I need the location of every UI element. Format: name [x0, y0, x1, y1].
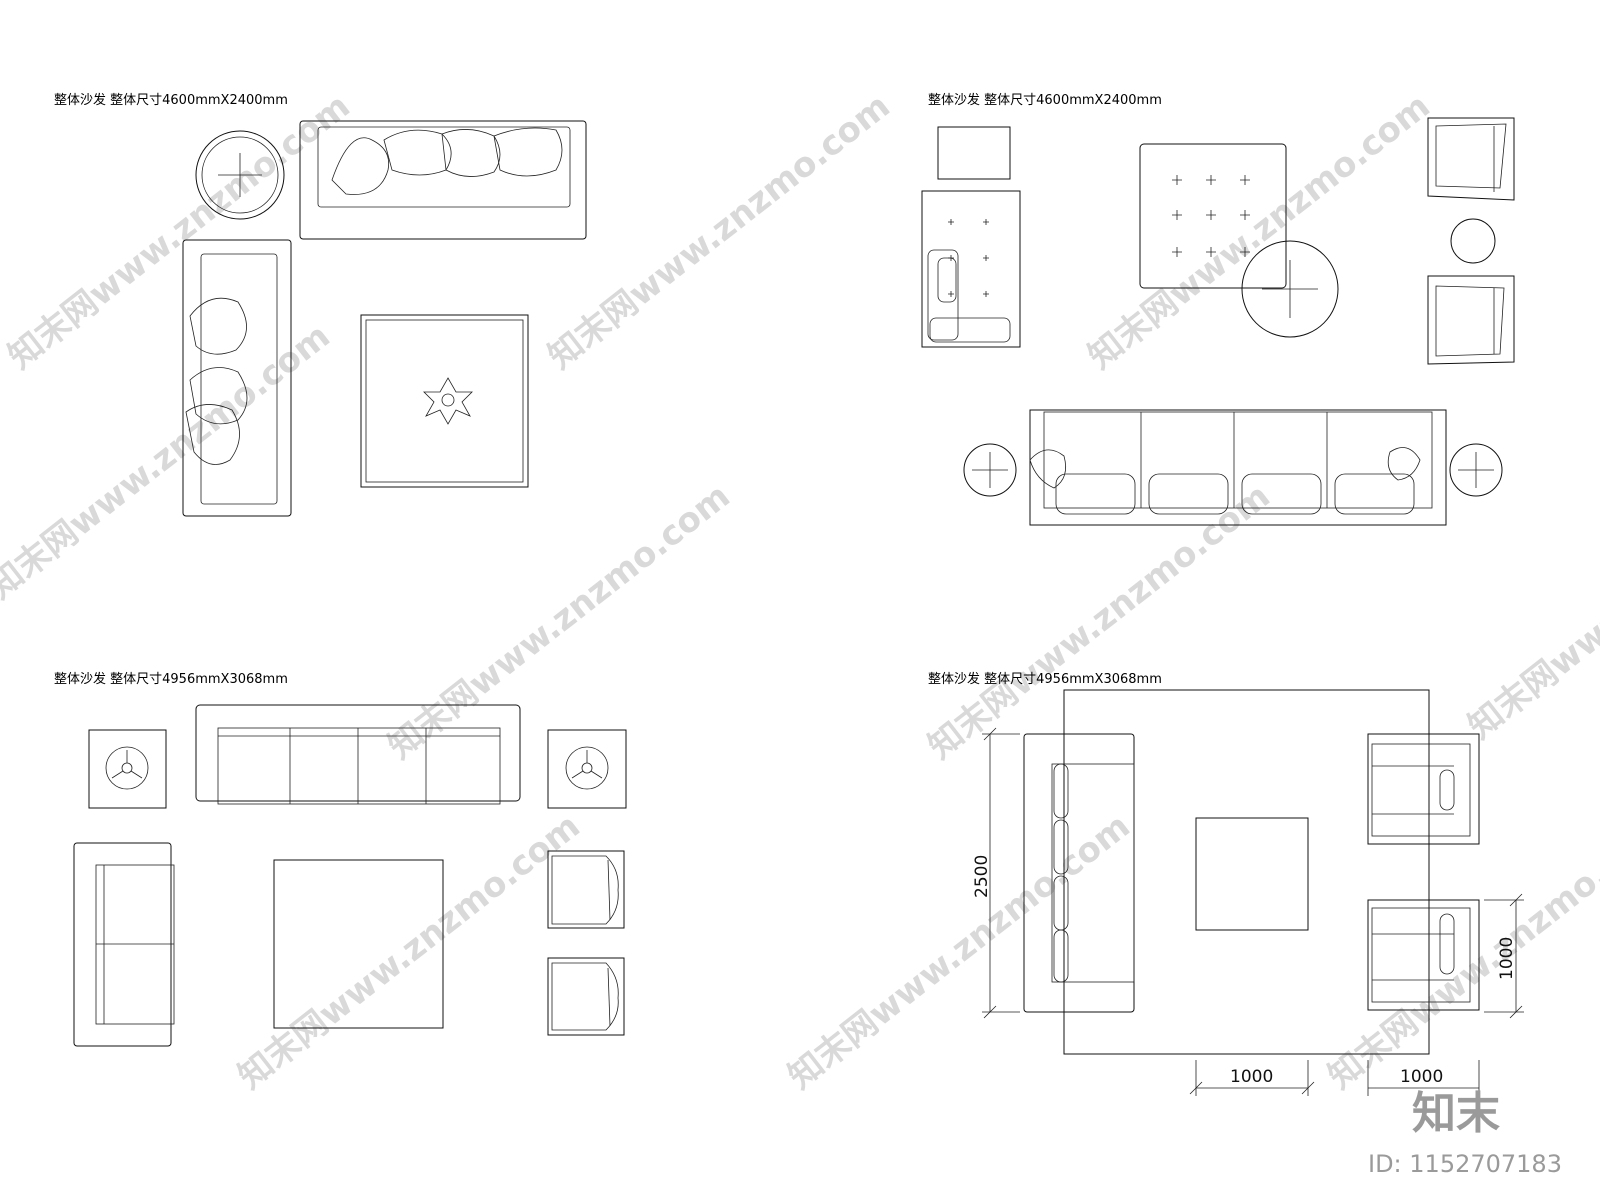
side-table-right: [547, 729, 627, 809]
armchair-top: [1427, 117, 1515, 201]
side-lamp-left: [963, 443, 1017, 497]
dimension-bottom-left: 1000: [1189, 1060, 1315, 1096]
dimension-label: 1000: [1400, 1067, 1443, 1087]
round-side-table: [195, 130, 285, 220]
side-table-left: [88, 729, 167, 809]
brand-logo-text: 知末: [1412, 1088, 1500, 1139]
dimension-right: 1000: [1484, 893, 1524, 1019]
watermark-text: 知末网www.znzmo.com: [231, 806, 588, 1097]
dimension-label: 1000: [1497, 937, 1517, 980]
long-sofa: [1029, 409, 1447, 526]
panel-title: 整体沙发 整体尺寸4956mmX3068mm: [928, 671, 1162, 687]
image-id: ID: 1152707183: [1368, 1150, 1562, 1178]
dimension-bottom-right: 1000: [1367, 1060, 1480, 1096]
panel-title: 整体沙发 整体尺寸4600mmX2400mm: [54, 92, 288, 108]
dimension-label: 1000: [1230, 1067, 1273, 1087]
watermark-layer: 知末网www.znzmo.com 知末网www.znzmo.com 知末网www…: [0, 86, 1600, 1097]
panel-4: 整体沙发 整体尺寸4956mmX3068mm: [928, 671, 1524, 1096]
loveseat: [73, 842, 175, 1047]
left-sofa: [182, 239, 292, 517]
top-sofa: [299, 120, 587, 240]
dimension-left: 2500: [972, 727, 1020, 1019]
armchair-upper: [1367, 733, 1480, 845]
dimension-label: 2500: [972, 855, 992, 898]
chaise-unit: [921, 190, 1021, 348]
armchair-upper: [547, 850, 625, 929]
watermark-text: 知末网www.znzmo.com: [541, 86, 898, 377]
sofa: [1023, 733, 1135, 1013]
watermark-text: 知末网www.znzmo.com: [1321, 806, 1600, 1097]
small-side-table: [937, 126, 1011, 180]
panel-3: 整体沙发 整体尺寸4956mmX3068mm: [54, 671, 627, 1047]
tufted-ottoman: [1139, 143, 1287, 289]
armchair-lower: [1367, 899, 1480, 1011]
panel-1: 整体沙发 整体尺寸4600mmX2400mm: [54, 92, 587, 517]
watermark-text: 知末网www.znzmo.com: [921, 476, 1278, 767]
watermark-text: 知末网www.znzmo.com: [0, 316, 338, 607]
square-coffee-table: [273, 859, 444, 1029]
coffee-table: [1195, 817, 1309, 931]
panel-2: 整体沙发 整体尺寸4600mmX2400mm: [921, 92, 1515, 526]
coffee-table: [360, 314, 529, 488]
panel-title: 整体沙发 整体尺寸4956mmX3068mm: [54, 671, 288, 687]
watermark-text: 知末网www.znzmo.com: [1081, 86, 1438, 377]
armchair-lower: [547, 957, 625, 1036]
side-lamp-right: [1449, 443, 1503, 497]
panel-title: 整体沙发 整体尺寸4600mmX2400mm: [928, 92, 1162, 108]
three-seat-sofa: [195, 704, 521, 805]
armchair-bottom: [1427, 275, 1515, 365]
rug: [1063, 689, 1430, 1055]
watermark-text: 知末网www.znzmo.com: [381, 476, 738, 767]
watermark-text: 知末网www.znzmo.com: [781, 806, 1138, 1097]
round-small-table: [1450, 218, 1496, 264]
round-coffee-table: [1241, 240, 1339, 338]
watermark-text: 知末网www.znzmo.com: [1461, 456, 1600, 747]
